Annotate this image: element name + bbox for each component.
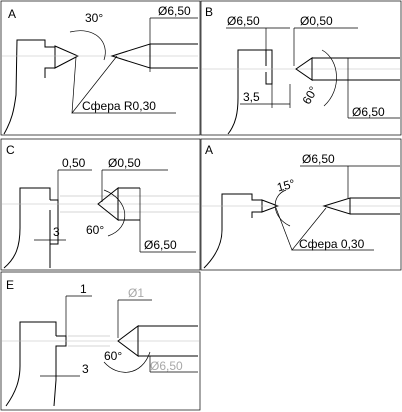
panel-c-width: 0,50 xyxy=(62,156,86,170)
panel-a-mid-sphere-leader xyxy=(275,207,374,251)
panel-c: C 0,50 Ø0,50 3 60° Ø6,50 xyxy=(0,138,201,271)
panel-a-mid-anvil-body xyxy=(203,193,262,269)
panel-e-frame xyxy=(0,271,201,411)
panel-b-diameter-tip-leader xyxy=(293,27,358,66)
panel-b-right-cone xyxy=(295,57,313,81)
panel-a-top-anvil-step xyxy=(44,67,55,78)
panel-a-mid-frame xyxy=(200,138,402,271)
panel-a-mid-diameter: Ø6,50 xyxy=(302,152,335,166)
panel-e-length: 3 xyxy=(82,362,89,376)
panel-b-label: B xyxy=(205,5,213,19)
panel-c-diameter-tip-leader xyxy=(101,169,168,202)
panel-b-spindle xyxy=(312,57,400,81)
panel-c-diameter-leader xyxy=(139,188,196,253)
panel-b-anvil-step xyxy=(265,49,273,85)
panel-c-spindle xyxy=(118,187,140,221)
panel-e-width: 1 xyxy=(80,282,87,296)
panel-e-angle-arc xyxy=(103,351,151,373)
panel-b-frame xyxy=(200,0,402,136)
panel-a-top-anvil-body xyxy=(3,39,55,135)
panel-a-mid-right-cone xyxy=(322,197,351,215)
panel-e-diameter-tip-leader xyxy=(117,299,152,338)
panel-b-diameter-right: Ø6,50 xyxy=(352,105,385,119)
panel-a-mid: A Ø6,50 15° Сфера 0,30 xyxy=(200,138,402,271)
panel-b-diameter-right-leader xyxy=(347,58,400,119)
panel-e-anvil-body xyxy=(5,321,57,407)
panel-e-diameter: Ø6,50 xyxy=(150,359,183,373)
panel-a-top: A 30° Ø6,50 Сфера R0,30 xyxy=(0,0,201,136)
panel-a-top-right-cone xyxy=(110,43,151,69)
panel-a-top-spindle xyxy=(150,43,198,69)
panel-a-top-diameter: Ø6,50 xyxy=(158,4,191,18)
panel-b: B Ø6,50 Ø0,50 3,5 60° Ø6,50 xyxy=(200,0,402,136)
panel-e-diameter-leader xyxy=(149,356,198,373)
panel-c-cone xyxy=(97,186,119,222)
panel-a-mid-sphere: Сфера 0,30 xyxy=(299,237,365,251)
panel-c-length: 3 xyxy=(53,225,60,239)
panel-a-mid-diameter-leader xyxy=(300,165,400,198)
panel-a-top-angle-arc xyxy=(69,30,106,61)
panel-b-anvil-body xyxy=(227,49,267,135)
panel-c-diameter-tip: Ø0,50 xyxy=(108,156,141,170)
panel-a-mid-anvil-step xyxy=(251,211,262,218)
panel-b-length: 3,5 xyxy=(243,90,260,104)
panel-b-angle: 60° xyxy=(299,84,320,107)
panel-a-mid-spindle xyxy=(350,197,400,215)
panel-c-angle: 60° xyxy=(86,223,104,237)
panel-a-top-sphere: Сфера R0,30 xyxy=(82,99,156,113)
panel-c-frame xyxy=(0,138,201,271)
panel-a-top-angle: 30° xyxy=(85,11,103,25)
panel-b-diameter-tip: Ø0,50 xyxy=(300,14,333,28)
panel-c-diameter: Ø6,50 xyxy=(144,238,177,252)
panel-c-label: C xyxy=(6,143,15,157)
panel-a-top-left-cone xyxy=(54,45,80,69)
panel-e-anvil-step xyxy=(53,335,67,407)
panel-b-diameter-left: Ø6,50 xyxy=(227,14,260,28)
panel-e-cone xyxy=(117,325,139,357)
panel-a-top-diameter-leader xyxy=(149,17,198,72)
panel-e-label: E xyxy=(6,278,14,292)
panel-b-length-leader xyxy=(240,84,291,108)
panel-e-spindle xyxy=(138,325,198,357)
panel-b-angle-arc xyxy=(321,49,337,107)
panel-a-top-frame xyxy=(0,0,201,136)
panel-c-anvil-body xyxy=(3,187,51,269)
panel-b-diameter-left-leader xyxy=(226,27,290,50)
panel-c-width-leader xyxy=(57,169,92,200)
panel-e-width-leader xyxy=(65,295,92,336)
panel-a-top-sphere-leader xyxy=(71,55,176,114)
panel-c-anvil-step xyxy=(49,199,59,245)
panel-c-angle-arc xyxy=(103,189,126,237)
panel-e: E 1 Ø1 3 60° Ø6,50 xyxy=(0,271,201,411)
panel-a-mid-label: A xyxy=(205,143,213,157)
panel-e-angle: 60° xyxy=(104,349,122,363)
panel-a-mid-angle: 15° xyxy=(275,176,296,194)
panel-e-diameter-tip: Ø1 xyxy=(128,286,144,300)
panel-a-top-label: A xyxy=(8,7,16,21)
panel-a-mid-angle-arc xyxy=(274,189,291,227)
